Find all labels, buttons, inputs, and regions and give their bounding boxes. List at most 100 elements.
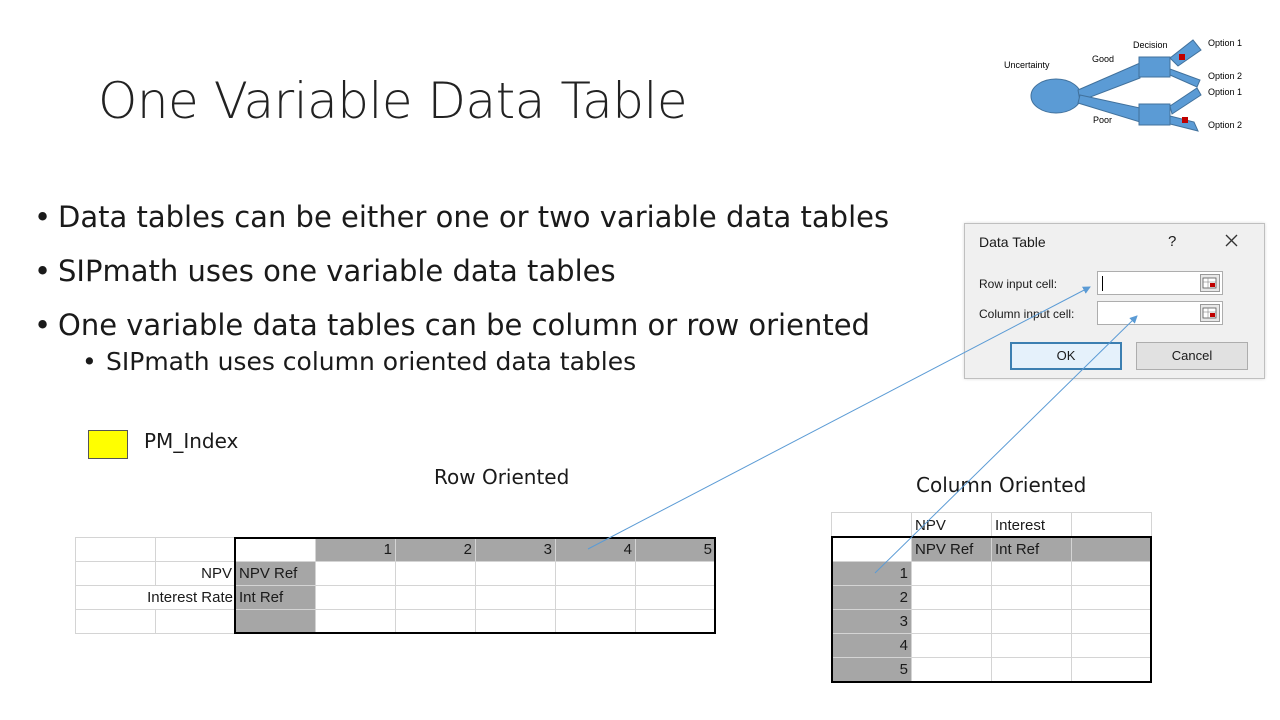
- table-cell[interactable]: [912, 562, 992, 586]
- branch-option-2-bottom: [1169, 115, 1199, 132]
- table-cell[interactable]: [316, 586, 396, 610]
- table-cell[interactable]: [1072, 586, 1152, 610]
- column-oriented-table: NPV Interest NPV Ref Int Ref 1 2 3 4 5: [831, 512, 1152, 682]
- table-cell: [832, 513, 912, 538]
- text-caret: [1102, 276, 1103, 291]
- pm-index-swatch: [88, 430, 128, 459]
- range-select-icon: [1202, 277, 1217, 289]
- table-cell[interactable]: [992, 610, 1072, 634]
- range-select-icon: [1202, 307, 1217, 319]
- table-cell[interactable]: [912, 658, 992, 682]
- table-cell[interactable]: [832, 538, 912, 562]
- column-input-field[interactable]: [1097, 301, 1223, 325]
- uncertainty-label: Uncertainty: [1004, 60, 1050, 70]
- ref-cell[interactable]: NPV Ref: [236, 562, 316, 586]
- table-cell[interactable]: [912, 634, 992, 658]
- row-oriented-caption: Row Oriented: [434, 465, 570, 489]
- bullet-list: Data tables can be either one or two var…: [34, 190, 889, 388]
- branch-option-2-top: [1169, 68, 1201, 88]
- table-cell[interactable]: [236, 610, 316, 634]
- bullet-item: Data tables can be either one or two var…: [34, 190, 889, 244]
- close-button[interactable]: [1220, 230, 1242, 252]
- table-cell[interactable]: [556, 586, 636, 610]
- index-cell[interactable]: 5: [636, 538, 716, 562]
- table-cell[interactable]: [316, 562, 396, 586]
- index-cell[interactable]: 2: [396, 538, 476, 562]
- table-cell[interactable]: [1072, 610, 1152, 634]
- table-cell: [156, 610, 236, 634]
- ref-cell[interactable]: NPV Ref: [912, 538, 992, 562]
- column-ref-button[interactable]: [1200, 304, 1220, 322]
- option-label: Option 1: [1208, 38, 1242, 48]
- column-oriented-caption: Column Oriented: [916, 473, 1087, 497]
- sub-bullet-item: SIPmath uses column oriented data tables: [82, 346, 889, 388]
- index-cell[interactable]: 4: [556, 538, 636, 562]
- row-oriented-table: 1 2 3 4 5 NPV NPV Ref Interest Rate Int …: [75, 537, 716, 634]
- table-cell[interactable]: [636, 562, 716, 586]
- uncertainty-node: [1030, 78, 1082, 114]
- table-cell[interactable]: [992, 658, 1072, 682]
- table-cell[interactable]: [476, 562, 556, 586]
- row-label: NPV: [156, 562, 236, 586]
- table-cell[interactable]: [1072, 538, 1152, 562]
- slide-title: One Variable Data Table: [98, 72, 688, 130]
- decision-node-top: [1138, 56, 1171, 78]
- good-label: Good: [1092, 54, 1114, 64]
- branch-option-1-top: [1169, 39, 1202, 67]
- table-cell[interactable]: [636, 586, 716, 610]
- poor-label: Poor: [1093, 115, 1112, 125]
- row-input-label: Row input cell:: [979, 277, 1058, 291]
- table-cell[interactable]: [556, 610, 636, 634]
- index-cell[interactable]: 1: [832, 562, 912, 586]
- table-cell[interactable]: [1072, 658, 1152, 682]
- table-cell[interactable]: [992, 634, 1072, 658]
- index-cell[interactable]: 5: [832, 658, 912, 682]
- table-cell: [1072, 513, 1152, 538]
- row-input-field[interactable]: [1097, 271, 1223, 295]
- table-cell[interactable]: [476, 610, 556, 634]
- row-label: Interest Rate: [76, 586, 236, 610]
- pm-index-label: PM_Index: [144, 429, 239, 453]
- table-cell[interactable]: [396, 562, 476, 586]
- table-cell: [156, 538, 236, 562]
- close-icon: [1225, 234, 1238, 247]
- table-cell[interactable]: [992, 562, 1072, 586]
- table-cell[interactable]: [912, 586, 992, 610]
- table-cell[interactable]: [1072, 634, 1152, 658]
- index-cell[interactable]: 2: [832, 586, 912, 610]
- table-cell: [76, 538, 156, 562]
- help-button[interactable]: ?: [1168, 233, 1177, 250]
- table-cell[interactable]: [316, 610, 396, 634]
- decision-node-bottom: [1138, 103, 1171, 126]
- table-cell: [76, 562, 156, 586]
- ok-button[interactable]: OK: [1010, 342, 1122, 370]
- table-cell[interactable]: [1072, 562, 1152, 586]
- table-cell: [76, 610, 156, 634]
- column-header: Interest: [992, 513, 1072, 538]
- index-cell[interactable]: 3: [832, 610, 912, 634]
- branch-poor: [1077, 94, 1141, 123]
- cancel-button[interactable]: Cancel: [1136, 342, 1248, 370]
- table-cell[interactable]: [476, 586, 556, 610]
- index-cell[interactable]: 1: [316, 538, 396, 562]
- table-cell: [236, 538, 316, 562]
- table-cell[interactable]: [912, 610, 992, 634]
- column-header: NPV: [912, 513, 992, 538]
- red-marker: [1179, 54, 1185, 60]
- index-cell[interactable]: 3: [476, 538, 556, 562]
- table-cell[interactable]: [396, 586, 476, 610]
- bullet-item: One variable data tables can be column o…: [34, 298, 889, 352]
- ref-cell[interactable]: Int Ref: [992, 538, 1072, 562]
- index-cell[interactable]: 4: [832, 634, 912, 658]
- bullet-item: SIPmath uses one variable data tables: [34, 244, 889, 298]
- branch-option-1-bottom: [1169, 87, 1202, 115]
- table-cell[interactable]: [396, 610, 476, 634]
- ref-cell[interactable]: Int Ref: [236, 586, 316, 610]
- table-cell[interactable]: [992, 586, 1072, 610]
- red-marker: [1182, 117, 1188, 123]
- row-ref-button[interactable]: [1200, 274, 1220, 292]
- data-table-dialog: Data Table ? Row input cell: Column inpu…: [964, 223, 1265, 379]
- table-cell[interactable]: [556, 562, 636, 586]
- table-cell[interactable]: [636, 610, 716, 634]
- dialog-title: Data Table: [979, 234, 1046, 250]
